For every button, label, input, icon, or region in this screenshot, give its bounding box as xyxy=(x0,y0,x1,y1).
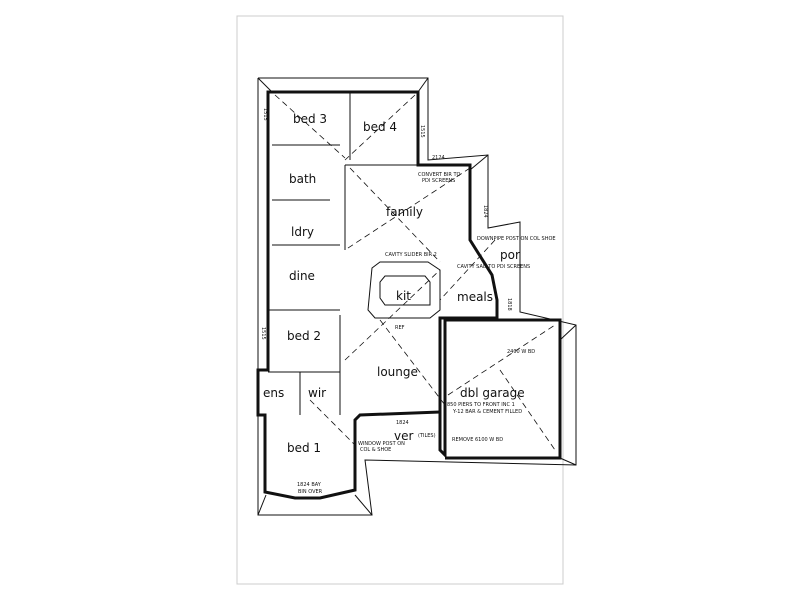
room-label-bed2: bed 2 xyxy=(287,329,321,343)
note-cavity-slider: CAVITY SLIDER BIR 2 xyxy=(385,252,437,258)
dim-2124: 2124 xyxy=(432,155,445,161)
note-bar: Y-12 BAR & CEMENT FILLED xyxy=(452,409,522,415)
room-label-kit: kit xyxy=(396,289,411,303)
note-pdi-screens: PDI SCREENS xyxy=(422,178,455,184)
note-ver-tiles: (TILES) xyxy=(418,433,436,439)
room-label-dine: dine xyxy=(289,269,315,283)
room-label-family: family xyxy=(386,205,423,219)
dim-1515-bed4: 1515 xyxy=(419,125,425,138)
room-label-lounge: lounge xyxy=(377,365,418,379)
room-label-bed3: bed 3 xyxy=(293,112,327,126)
dim-1824-ver: 1824 xyxy=(396,420,409,426)
external-walls xyxy=(272,90,562,460)
note-bin-over: BIN OVER xyxy=(298,489,323,495)
room-label-meals: meals xyxy=(457,290,493,304)
room-label-garage: dbl garage xyxy=(460,386,525,400)
note-garage-2400: 2400 W BD xyxy=(507,349,535,355)
note-cavity-sad: CAVITY SAD TO PDI SCREENS xyxy=(457,264,530,270)
room-label-bath: bath xyxy=(289,172,316,186)
room-label-bed1: bed 1 xyxy=(287,441,321,455)
internal-walls xyxy=(268,92,497,415)
room-label-por: por xyxy=(500,248,520,262)
note-remove: REMOVE 6100 W BD xyxy=(452,437,503,443)
dim-1515-bed2: 1515 xyxy=(260,327,266,340)
room-label-ver: ver xyxy=(394,429,413,443)
dim-1818: 1818 xyxy=(506,298,512,311)
dim-1824-family: 1824 xyxy=(482,205,488,218)
room-label-bed4: bed 4 xyxy=(363,120,397,134)
note-bay: 1824 BAY xyxy=(297,482,322,488)
note-convert-bir: CONVERT BIR TO xyxy=(418,172,461,178)
room-label-wir: wir xyxy=(308,386,326,400)
dim-1515-bed3: 1515 xyxy=(262,108,268,121)
roof-hips xyxy=(257,77,577,516)
roof-ridge-lines xyxy=(274,94,556,451)
note-piers: 850 PIERS TO FRONT INC 1 xyxy=(447,402,515,408)
note-downpipe: DOWNPIPE POST ON COL SHOE xyxy=(477,236,556,242)
note-window-post: WINDOW POST ON xyxy=(358,441,405,447)
external-walls-west xyxy=(256,90,441,500)
room-label-ens: ens xyxy=(263,386,284,400)
note-col-shoe: COL & SHOE xyxy=(360,447,391,453)
note-ref: REF xyxy=(395,325,405,331)
page-border xyxy=(236,15,564,585)
room-label-ldry: ldry xyxy=(291,225,314,239)
